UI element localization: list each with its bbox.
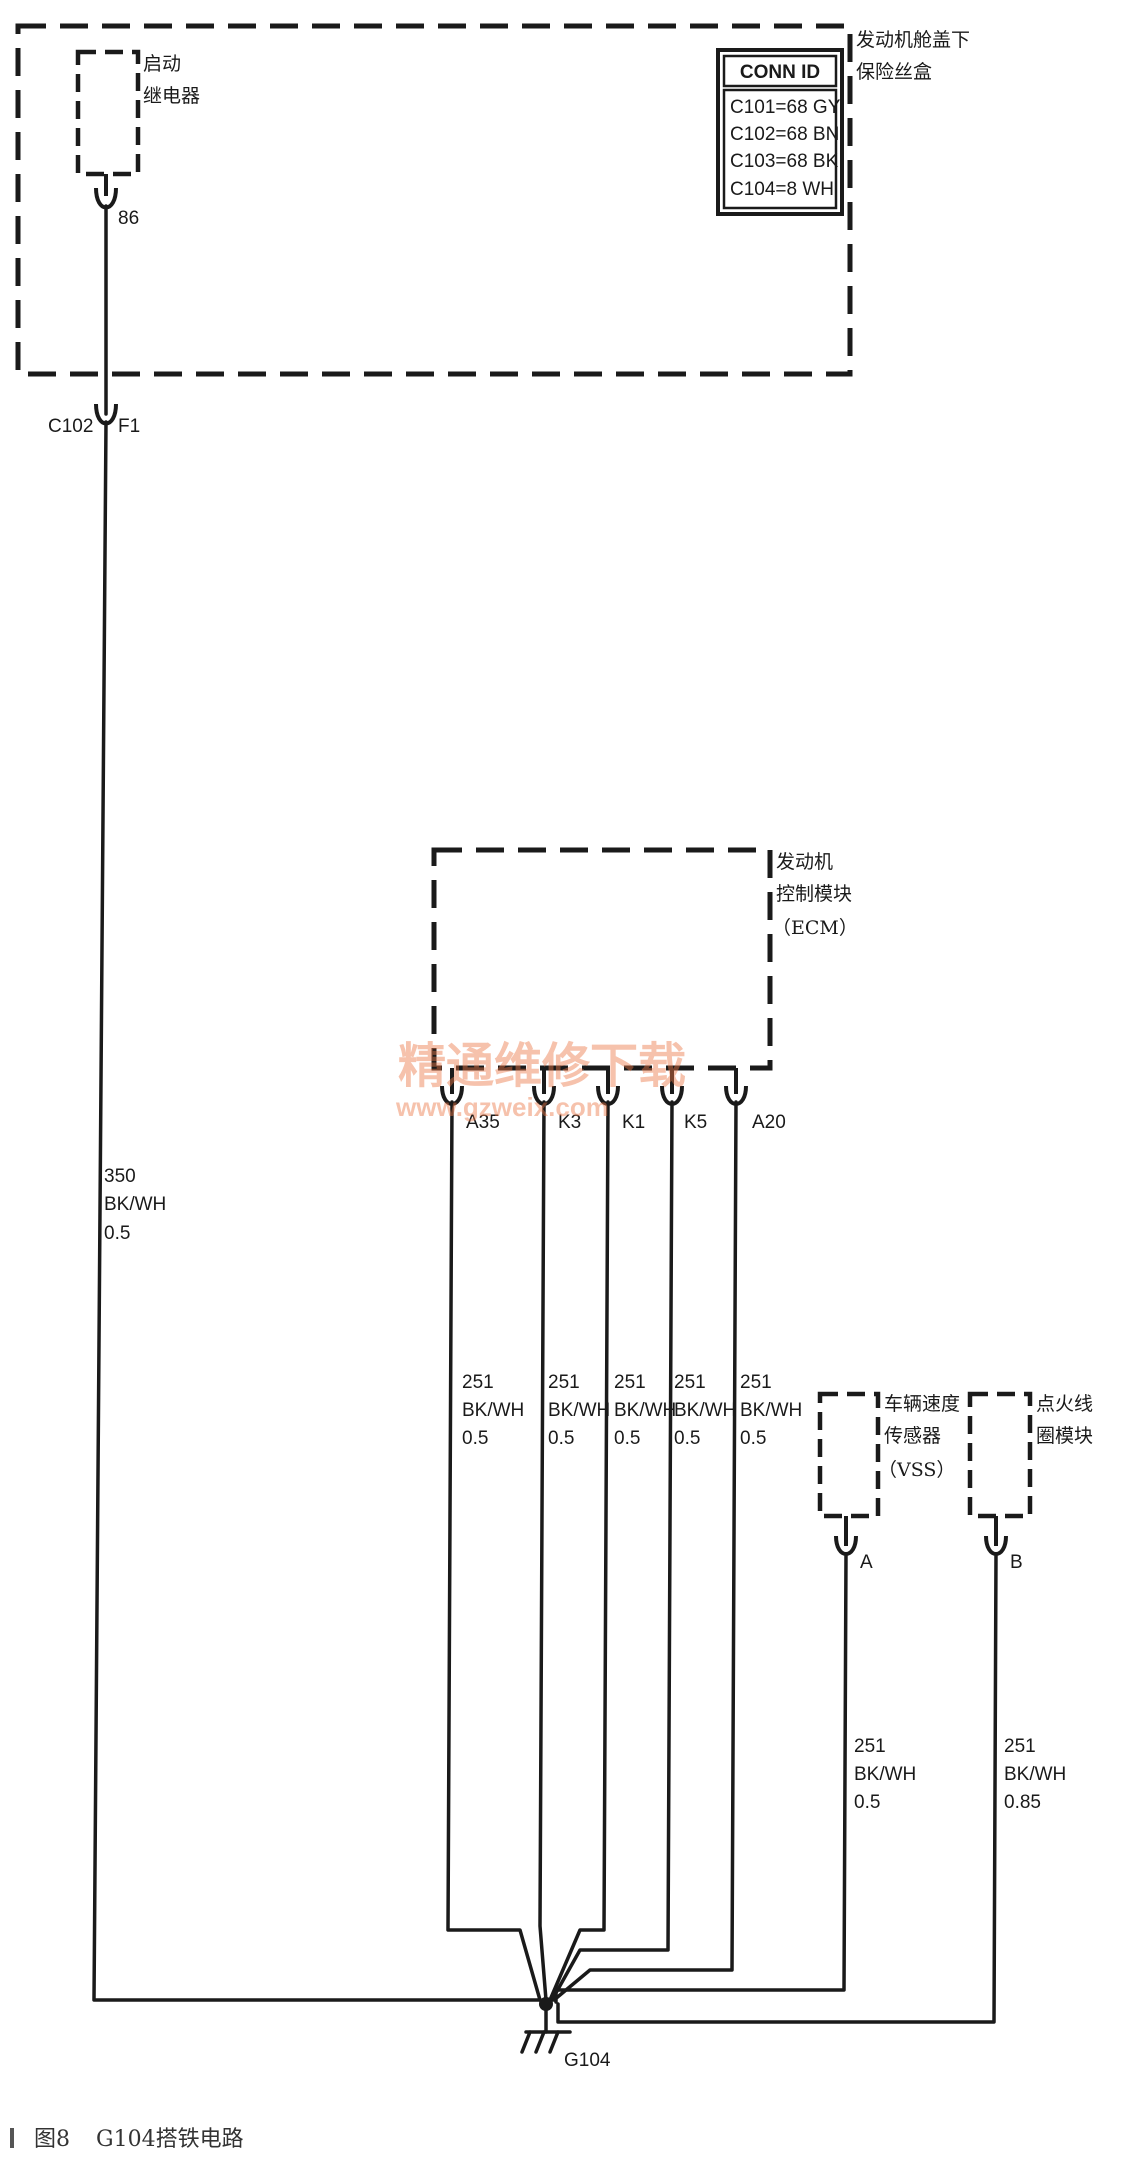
- vss-label-line1: 车辆速度: [884, 1393, 960, 1415]
- conn-id-row: C102=68 BN: [730, 124, 839, 145]
- conn-id-row: C104=8 WH: [730, 179, 834, 200]
- wire-350-color: BK/WH: [104, 1194, 166, 1215]
- ecm-wire-a20: [552, 1100, 738, 2002]
- wire-350: [92, 420, 542, 2002]
- ecm-pin-k1-label: K1: [622, 1112, 645, 1133]
- ignition-wire: [556, 1552, 998, 2024]
- relay-pin-86-label: 86: [118, 208, 139, 229]
- svg-text:BK/WH: BK/WH: [548, 1400, 610, 1421]
- vss-pin-a-label: A: [860, 1552, 873, 1573]
- vss-wire-circuit: 251: [854, 1736, 886, 1757]
- ground-g104-label: G104: [564, 2050, 611, 2071]
- start-relay-outline: [75, 49, 141, 177]
- c102-label: C102: [48, 416, 93, 437]
- conn-id-row: C101=68 GY: [730, 97, 841, 118]
- svg-text:0.5: 0.5: [548, 1428, 574, 1449]
- ecm-wire-k1: [548, 1100, 610, 2002]
- ecm-label-line3: （ECM）: [772, 917, 858, 939]
- ecm-wire-a35: [446, 1100, 542, 2002]
- ignition-pin-b-label: B: [1010, 1552, 1023, 1573]
- ecm-wire-k5: [550, 1100, 674, 2002]
- svg-text:251: 251: [614, 1372, 646, 1393]
- ecm-pin-k3-label: K3: [558, 1112, 581, 1133]
- watermark-url: www.gzweix.com: [395, 1092, 609, 1122]
- ignition-wire-color: BK/WH: [1004, 1764, 1066, 1785]
- ecm-label-line1: 发动机: [776, 851, 833, 873]
- start-relay-label-line1: 启动: [143, 53, 181, 75]
- svg-text:251: 251: [674, 1372, 706, 1393]
- svg-text:BK/WH: BK/WH: [740, 1400, 802, 1421]
- fuse-box-title-line2: 保险丝盒: [856, 61, 932, 83]
- svg-text:0.5: 0.5: [462, 1428, 488, 1449]
- vss-wire-size: 0.5: [854, 1792, 880, 1813]
- caption-title: G104搭铁电路: [96, 2127, 244, 2152]
- f1-pin-label: F1: [118, 416, 140, 437]
- start-relay-label-line2: 继电器: [143, 85, 200, 107]
- watermark-title: 精通维修下载: [398, 1038, 686, 1094]
- svg-text:BK/WH: BK/WH: [614, 1400, 676, 1421]
- caption-marker: [10, 2128, 14, 2148]
- svg-text:0.5: 0.5: [674, 1428, 700, 1449]
- svg-text:251: 251: [740, 1372, 772, 1393]
- ecm-pin-k5-label: K5: [684, 1112, 707, 1133]
- ecm-label-line2: 控制模块: [776, 883, 852, 905]
- ignition-label-line2: 圈模块: [1036, 1425, 1093, 1447]
- vss-outline: [817, 1391, 881, 1519]
- svg-text:BK/WH: BK/WH: [674, 1400, 736, 1421]
- wire-350-size: 0.5: [104, 1223, 130, 1244]
- ecm-wire-k3: [538, 1100, 548, 2002]
- svg-text:251: 251: [462, 1372, 494, 1393]
- wire-350-circuit: 350: [104, 1166, 136, 1187]
- conn-id-table: CONN ID C101=68 GY C102=68 BN C103=68 BK…: [716, 48, 844, 216]
- conn-id-title: CONN ID: [740, 62, 820, 83]
- ignition-label-line1: 点火线: [1036, 1393, 1093, 1415]
- fuse-box-title-line1: 发动机舱盖下: [856, 29, 970, 51]
- svg-text:BK/WH: BK/WH: [462, 1400, 524, 1421]
- ignition-wire-circuit: 251: [1004, 1736, 1036, 1757]
- ecm-outline: [431, 847, 773, 1071]
- conn-id-row: C103=68 BK: [730, 151, 839, 172]
- underhood-fuse-box-outline: [15, 23, 853, 377]
- vss-label-line2: 传感器: [884, 1425, 941, 1447]
- ignition-wire-size: 0.85: [1004, 1792, 1041, 1813]
- vss-wire: [554, 1552, 848, 2004]
- svg-text:251: 251: [548, 1372, 580, 1393]
- ecm-pin-a35-label: A35: [466, 1112, 500, 1133]
- svg-text:0.5: 0.5: [614, 1428, 640, 1449]
- ground-g104-icon: [520, 1997, 572, 2054]
- caption-figure-number: 图8: [34, 2127, 70, 2152]
- svg-text:0.5: 0.5: [740, 1428, 766, 1449]
- ecm-wire-labels: 251 BK/WH 0.5 251 BK/WH 0.5 251 BK/WH 0.…: [462, 1372, 802, 1449]
- vss-wire-color: BK/WH: [854, 1764, 916, 1785]
- vss-label-line3: （VSS）: [878, 1459, 955, 1481]
- ignition-module-outline: [967, 1391, 1033, 1519]
- ecm-pin-a20-label: A20: [752, 1112, 786, 1133]
